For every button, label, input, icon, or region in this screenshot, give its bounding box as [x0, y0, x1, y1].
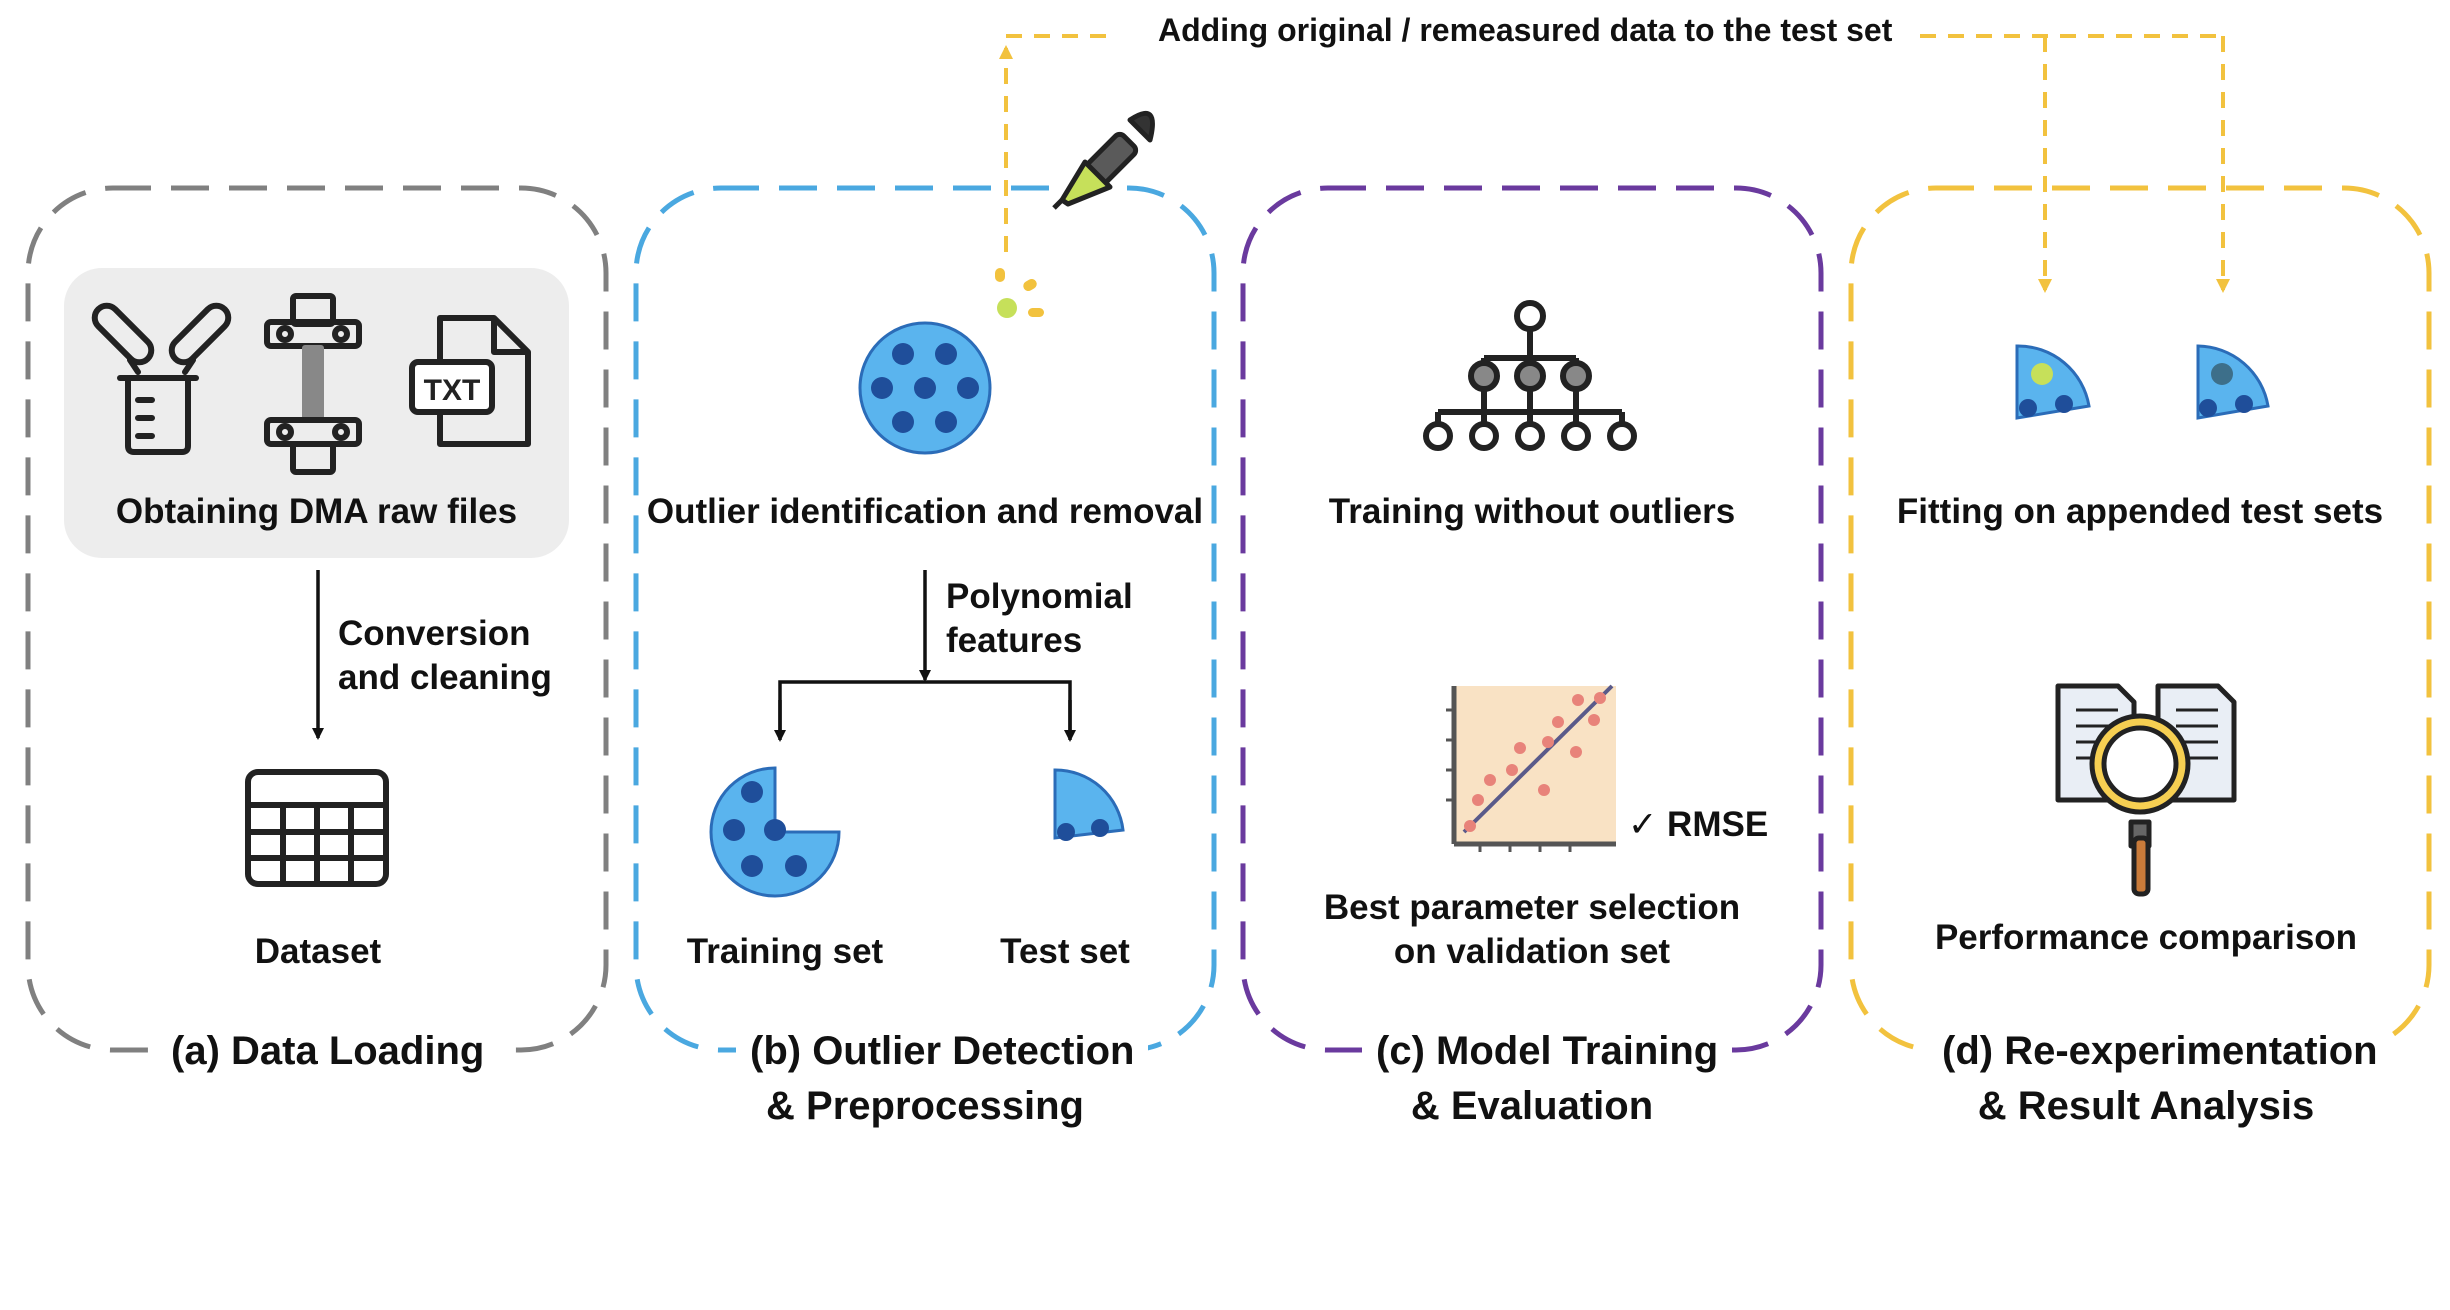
dropper-icon — [1052, 110, 1155, 210]
table-icon — [245, 769, 389, 887]
top-arrow-label: Adding original / remeasured data to the… — [1140, 12, 1911, 49]
feedback-line — [1006, 34, 2230, 293]
conversion-label-line2: and cleaning — [338, 658, 552, 697]
test-tubes-icon — [91, 302, 232, 455]
drop-dot-small-2 — [1023, 278, 1037, 291]
performance-label: Performance comparison — [1934, 918, 2358, 957]
panel-d-caption-line2: & Result Analysis — [1977, 1084, 2315, 1128]
drop-dot-small-1 — [995, 268, 1005, 282]
panel-c-caption-line1: (c) Model Training — [1362, 1025, 1733, 1077]
panel-c-caption-line2: & Evaluation — [1410, 1084, 1654, 1128]
panel-b-caption-line1: (b) Outlier Detection — [736, 1025, 1149, 1077]
appended-test-set-icon-2 — [2196, 344, 2270, 420]
polynomial-label-line2: features — [946, 621, 1083, 660]
test-set-wedge-icon — [1053, 768, 1125, 841]
rmse-label: ✓ RMSE — [1628, 805, 1769, 844]
dataset-label: Dataset — [254, 932, 382, 971]
raw-files-label: Obtaining DMA raw files — [115, 492, 518, 531]
selection-label-line2: on validation set — [1393, 932, 1671, 971]
tree-network-icon — [1423, 300, 1637, 451]
drop-dot-small-3 — [1028, 308, 1044, 317]
panel-a-caption: (a) Data Loading — [157, 1025, 499, 1077]
training-set-pie-icon — [709, 766, 841, 898]
training-without-outliers-label: Training without outliers — [1328, 492, 1736, 531]
panel-d-caption-line1: (d) Re-experimentation — [1928, 1025, 2392, 1077]
txt-icon-text: TXT — [424, 374, 481, 407]
conversion-label-line1: Conversion — [338, 614, 531, 653]
panel-b-caption-line2: & Preprocessing — [766, 1084, 1084, 1128]
polynomial-label-line1: Polynomial — [946, 577, 1133, 616]
outlier-label: Outlier identification and removal — [646, 492, 1204, 531]
selection-label-line1: Best parameter selection — [1323, 888, 1741, 927]
drop-dot-large — [997, 298, 1017, 318]
test-set-label: Test set — [1000, 932, 1130, 971]
txt-file-icon: TXT — [409, 315, 531, 447]
scatter-plot-icon — [1446, 684, 1616, 852]
appended-test-set-icon — [2015, 344, 2091, 420]
tensile-tester-icon — [264, 293, 362, 475]
document-magnifier-icon — [2055, 683, 2237, 897]
fitting-label: Fitting on appended test sets — [1896, 492, 2384, 531]
training-set-label: Training set — [686, 932, 884, 971]
data-pie-icon — [858, 321, 992, 455]
